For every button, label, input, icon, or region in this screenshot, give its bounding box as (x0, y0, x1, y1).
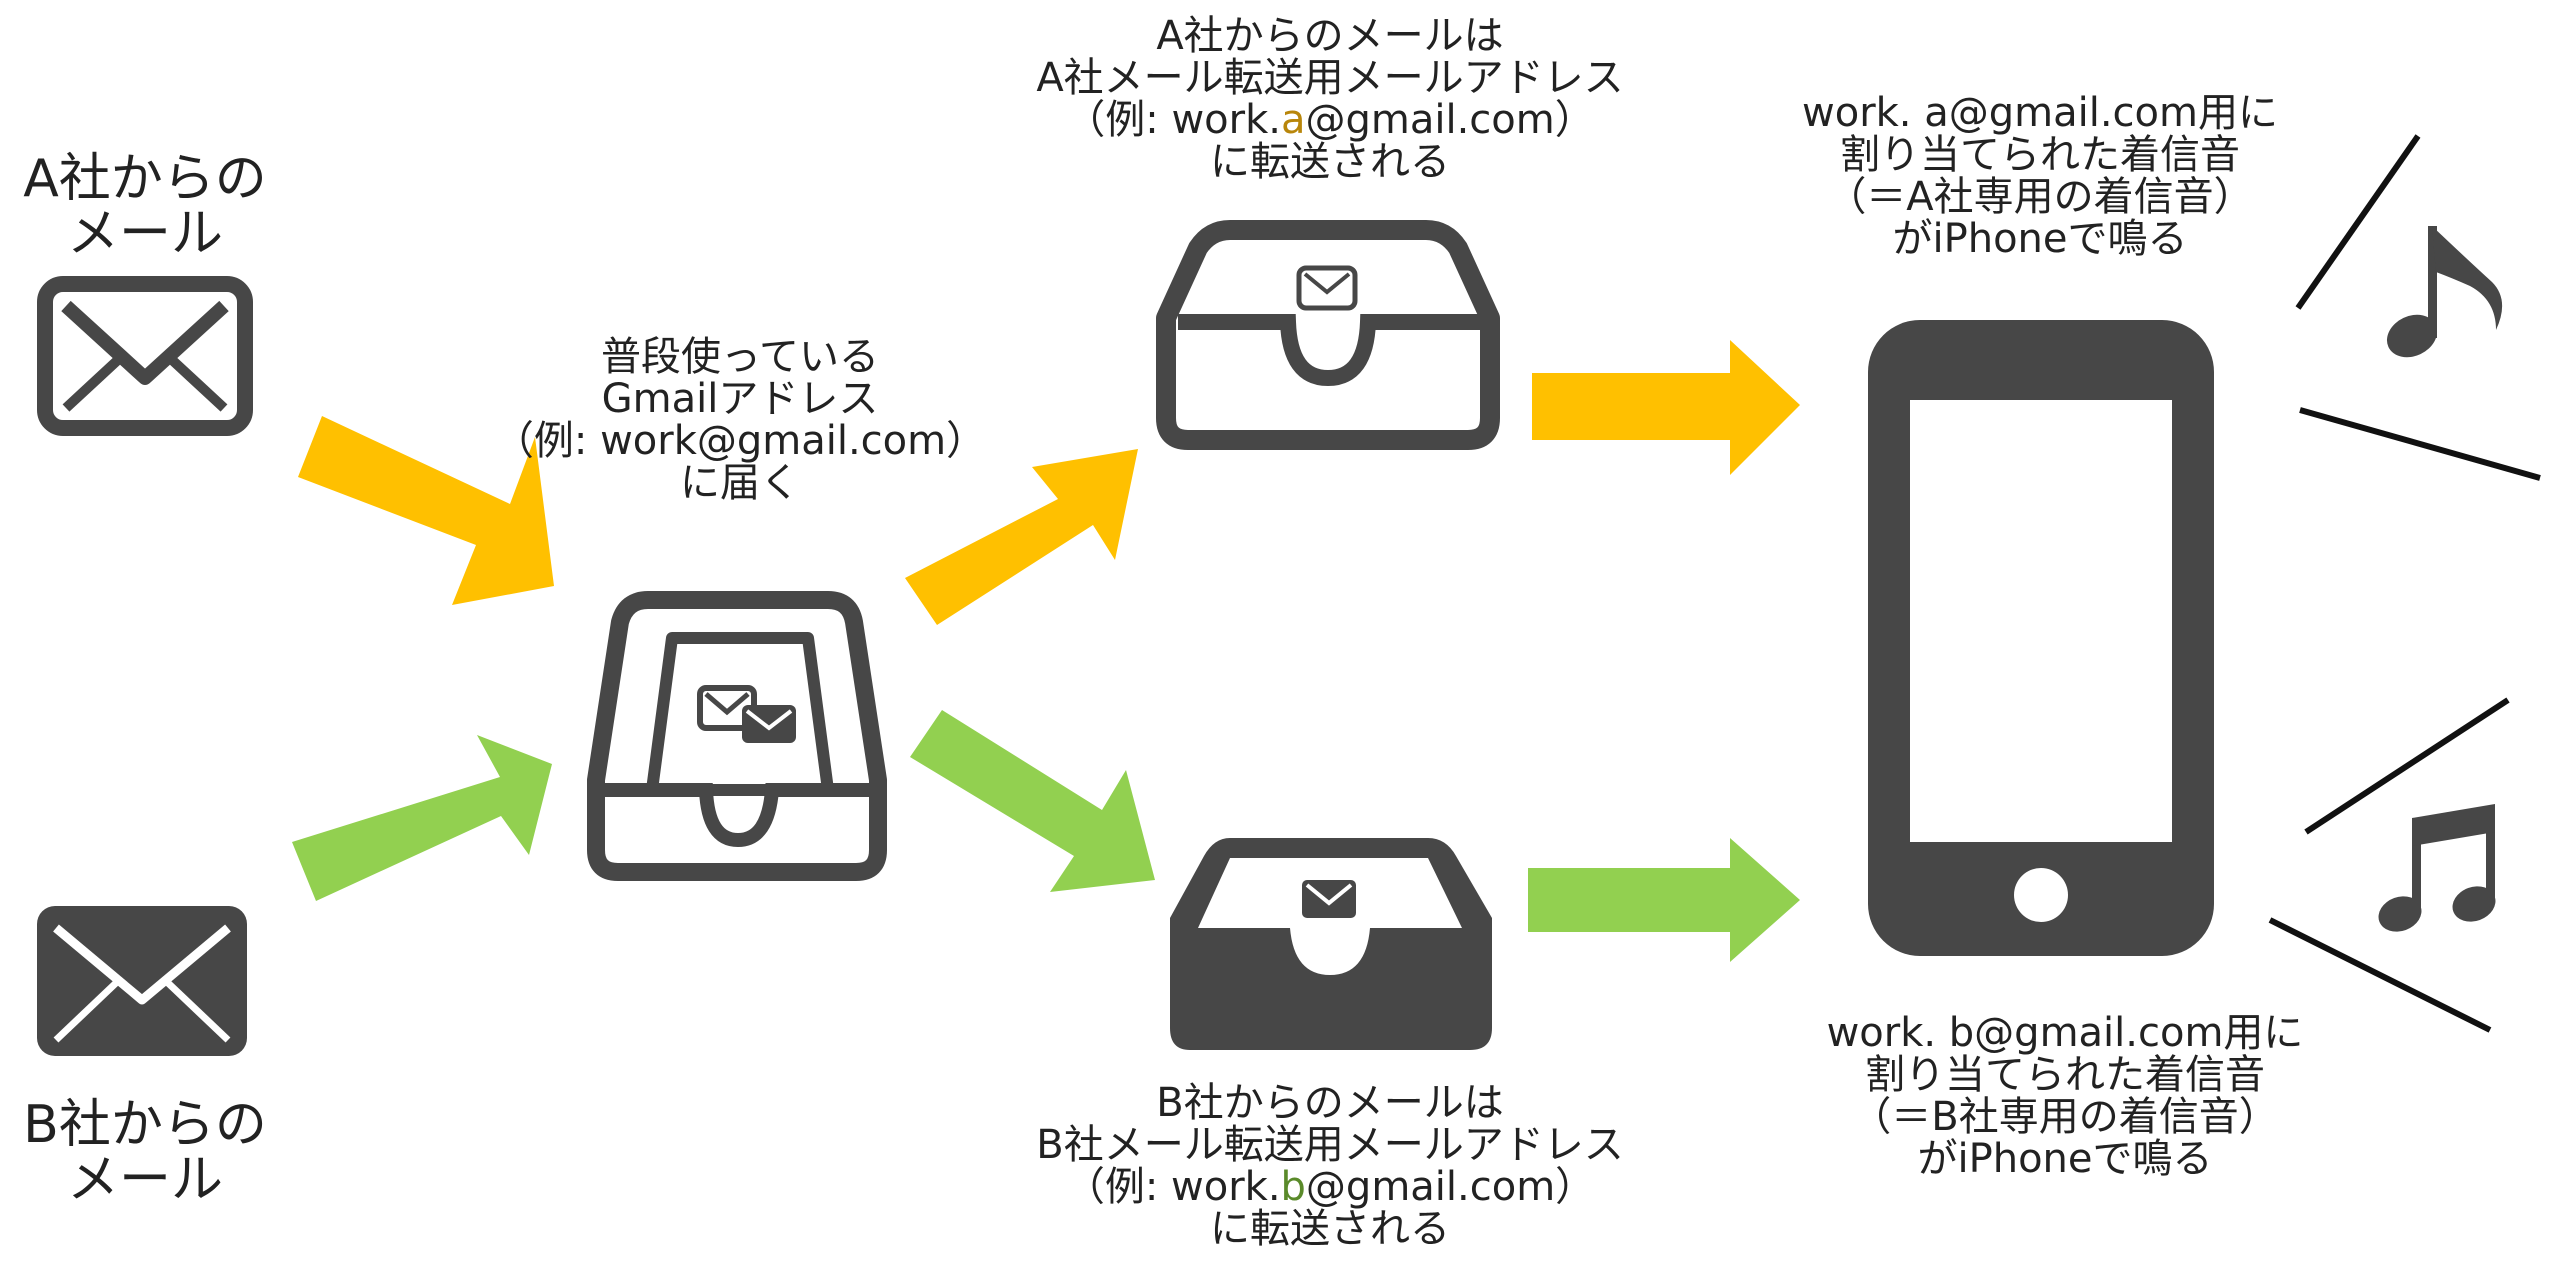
forward-a-line-3: （例: work.a@gmail.com） (1065, 97, 1595, 143)
inbox-tray-filled-icon (1170, 838, 1492, 1050)
ringtone-a-line-1: work. a@gmail.com用に (1802, 90, 2278, 136)
ringtone-a-line-2: 割り当てられた着信音 (1840, 132, 2240, 178)
forward-b-line-3: （例: work.b@gmail.com） (1064, 1164, 1596, 1210)
main-inbox-line-1: 普段使っている (601, 334, 879, 380)
envelope-filled-icon (37, 906, 247, 1056)
ringtone-b-line-3: （＝B社専用の着信音） (1851, 1094, 2279, 1140)
forward-a-label: A社からのメールは A社メール転送用メールアドレス （例: work.a@gma… (1000, 15, 1660, 183)
arrow-inbox-to-b (910, 710, 1155, 892)
beamed-notes-icon (2378, 804, 2496, 932)
sound-lines-a (2295, 134, 2541, 481)
source-a-label: A社からの メール (20, 152, 270, 261)
forward-a-line-1: A社からのメールは (1156, 13, 1504, 59)
arrow-b-to-inbox (292, 735, 552, 901)
ringtone-b-line-4: がiPhoneで鳴る (1917, 1136, 2213, 1182)
arrow-b-to-phone (1528, 838, 1800, 962)
ringtone-b-line-1: work. b@gmail.com用に (1826, 1010, 2304, 1056)
forward-b-highlight: b (1280, 1164, 1306, 1210)
inbox-tray-outline-icon (1156, 220, 1500, 450)
arrow-a-to-inbox (298, 416, 554, 605)
main-inbox-line-3: （例: work@gmail.com） (493, 418, 987, 464)
ringtone-a-label: work. a@gmail.com用に 割り当てられた着信音 （＝A社専用の着信… (1740, 92, 2340, 260)
ringtone-b-line-2: 割り当てられた着信音 (1865, 1052, 2265, 1098)
ringtone-a-line-4: がiPhoneで鳴る (1892, 216, 2188, 262)
source-a-line-2: メール (66, 203, 223, 264)
ringtone-b-label: work. b@gmail.com用に 割り当てられた着信音 （＝B社専用の着信… (1765, 1012, 2365, 1180)
main-inbox-label: 普段使っている Gmailアドレス （例: work@gmail.com） に届… (470, 336, 1010, 504)
main-inbox-line-2: Gmailアドレス (601, 376, 879, 422)
forward-b-line-1: B社からのメールは (1156, 1080, 1504, 1126)
main-inbox-line-4: に届く (680, 460, 800, 506)
forward-a-highlight: a (1280, 97, 1306, 143)
source-b-label: B社からの メール (20, 1098, 270, 1207)
smartphone-icon (1868, 320, 2214, 956)
forward-a-line-4: に転送される (1210, 139, 1450, 185)
source-b-line-2: メール (66, 1149, 223, 1210)
forward-b-line-4: に転送される (1210, 1206, 1450, 1252)
eighth-note-icon (2386, 226, 2503, 358)
source-b-line-1: B社からの (23, 1095, 267, 1155)
forward-a-line-2: A社メール転送用メールアドレス (1036, 55, 1624, 101)
ringtone-a-line-3: （＝A社専用の着信音） (1826, 174, 2254, 220)
forward-b-label: B社からのメールは B社メール転送用メールアドレス （例: work.b@gma… (1000, 1082, 1660, 1250)
arrow-a-to-phone (1532, 340, 1800, 475)
source-a-line-1: A社からの (23, 149, 267, 209)
inbox-tray-double-envelope-icon (587, 591, 887, 881)
envelope-outline-icon (37, 276, 253, 436)
arrow-inbox-to-a (905, 449, 1138, 625)
sound-lines-b (2268, 697, 2510, 1033)
forward-b-line-2: B社メール転送用メールアドレス (1036, 1122, 1624, 1168)
